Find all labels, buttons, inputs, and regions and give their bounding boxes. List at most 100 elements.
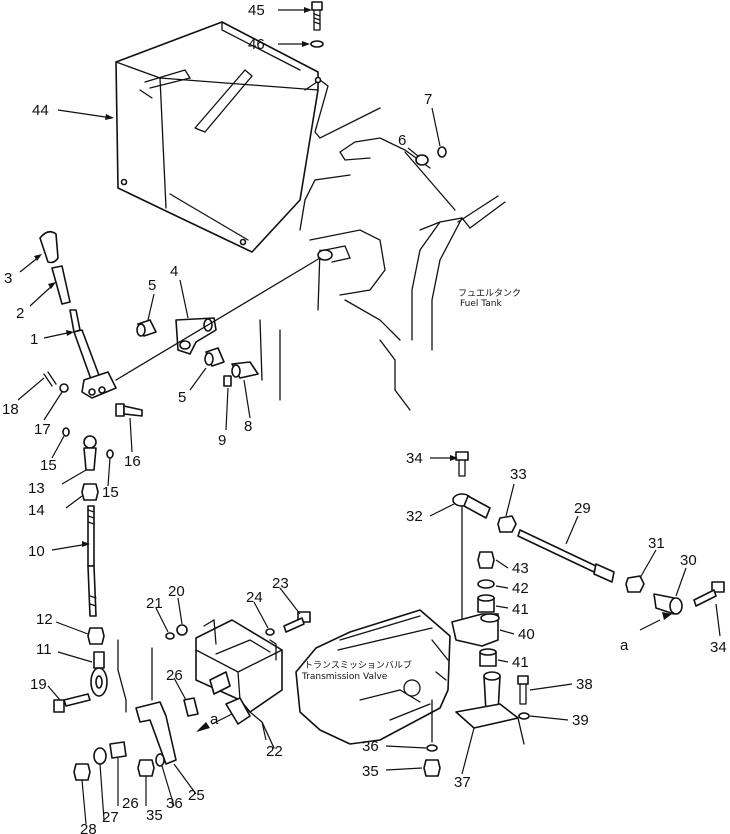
part-45-bolt	[311, 1, 323, 31]
callout-46: 46	[248, 36, 265, 53]
part-16-bolt	[115, 403, 143, 417]
part-18-cotter-pin	[43, 371, 57, 387]
callout-19: 19	[30, 676, 47, 693]
callout-6: 6	[398, 132, 406, 149]
part-31-nut	[625, 575, 645, 593]
callout-5-upper: 5	[148, 277, 156, 294]
part-13-rod-end	[83, 435, 97, 471]
part-17-washer	[59, 383, 69, 393]
callout-34-upper: 34	[406, 450, 423, 467]
callout-7: 7	[424, 91, 432, 108]
part-27-washer	[93, 747, 107, 765]
part-37-support	[455, 671, 525, 745]
part-26-bushing-a	[183, 697, 199, 717]
part-20-washer	[176, 624, 188, 636]
callout-18: 18	[2, 401, 19, 418]
callout-16: 16	[124, 453, 141, 470]
part-10-rod	[87, 505, 97, 617]
part-15-washer-a	[62, 427, 70, 437]
callout-9: 9	[218, 432, 226, 449]
callout-43: 43	[512, 560, 529, 577]
fuel-tank-en-label: Fuel Tank	[460, 299, 503, 309]
callout-14: 14	[28, 502, 45, 519]
part-42-washer	[477, 579, 495, 589]
part-36-washer-a	[155, 753, 165, 767]
callout-21: 21	[146, 595, 163, 612]
part-41-bushing-b	[479, 648, 497, 667]
callout-44: 44	[32, 102, 49, 119]
part-46-washer	[310, 40, 324, 48]
callout-12: 12	[36, 611, 53, 628]
fuel-tank-jp-label: フュエルタンク	[458, 288, 521, 299]
part-36-washer-b	[426, 699, 438, 752]
part-19-bolt	[53, 693, 91, 713]
part-24-washer	[265, 628, 275, 636]
callout-24: 24	[246, 589, 263, 606]
callout-31: 31	[648, 535, 665, 552]
part-34-bolt-b	[693, 581, 725, 607]
part-5-bushing-lower	[204, 347, 225, 367]
part-34-bolt-a	[455, 451, 469, 477]
callout-36-right: 36	[362, 738, 379, 755]
callout-26-upper: 26	[166, 667, 183, 684]
machine-frame	[259, 137, 506, 411]
callout-22: 22	[266, 743, 283, 760]
leader-lines	[17, 7, 721, 825]
part-40-lever	[451, 505, 500, 647]
callout-15-left: 15	[40, 457, 57, 474]
callout-42: 42	[512, 580, 529, 597]
part-33-nut	[497, 515, 517, 533]
part-35-nut-a	[137, 759, 155, 777]
transmission-valve-en-label: Transmission Valve	[301, 672, 388, 682]
callout-4: 4	[170, 263, 178, 280]
callout-11: 11	[36, 641, 52, 658]
part-3-knob	[39, 230, 59, 264]
part-12-nut	[87, 627, 105, 645]
callout-37: 37	[454, 774, 471, 791]
callout-41-lower: 41	[512, 654, 529, 671]
part-39-washer	[518, 712, 530, 720]
callout-26-lower: 26	[122, 795, 139, 812]
callout-5-lower: 5	[178, 389, 186, 406]
part-28-nut	[73, 763, 91, 781]
callout-32: 32	[406, 508, 423, 525]
part-5-bushing-upper	[136, 319, 157, 337]
callout-1: 1	[30, 331, 38, 348]
part-44-cover	[115, 21, 381, 253]
part-29-rod	[517, 529, 615, 583]
part-30-rod-end	[653, 593, 683, 615]
callout-35-left: 35	[146, 807, 163, 824]
view-a-label-right: a	[620, 637, 629, 654]
part-14-nut	[81, 483, 99, 501]
part-11-rod-end	[90, 651, 108, 697]
callout-39: 39	[572, 712, 589, 729]
part-23-bolt	[283, 611, 311, 633]
part-35-nut-b	[423, 759, 441, 777]
part-26-bushing-b	[109, 741, 127, 759]
callout-45: 45	[248, 2, 265, 19]
callout-8: 8	[244, 418, 252, 435]
callout-29: 29	[574, 500, 591, 517]
callout-15-right: 15	[102, 484, 119, 501]
view-a-label-left: a	[210, 711, 219, 728]
part-32-rod-end	[452, 493, 491, 519]
lever-shaft-line	[115, 257, 321, 381]
transmission-valve	[295, 609, 451, 745]
callout-38: 38	[576, 676, 593, 693]
part-43-nut	[477, 551, 495, 569]
callout-28: 28	[80, 821, 97, 834]
callout-40: 40	[518, 626, 535, 643]
part-41-bushing-a	[477, 594, 495, 613]
callout-20: 20	[168, 583, 185, 600]
callout-27: 27	[102, 809, 119, 826]
callout-35-right: 35	[362, 763, 379, 780]
callout-23: 23	[272, 575, 289, 592]
callout-25: 25	[188, 787, 205, 804]
part-25-link	[117, 639, 177, 765]
part-21-pin	[165, 632, 175, 640]
callout-10: 10	[28, 543, 45, 560]
part-38-bolt	[517, 675, 529, 705]
part-1-lever	[69, 309, 117, 399]
